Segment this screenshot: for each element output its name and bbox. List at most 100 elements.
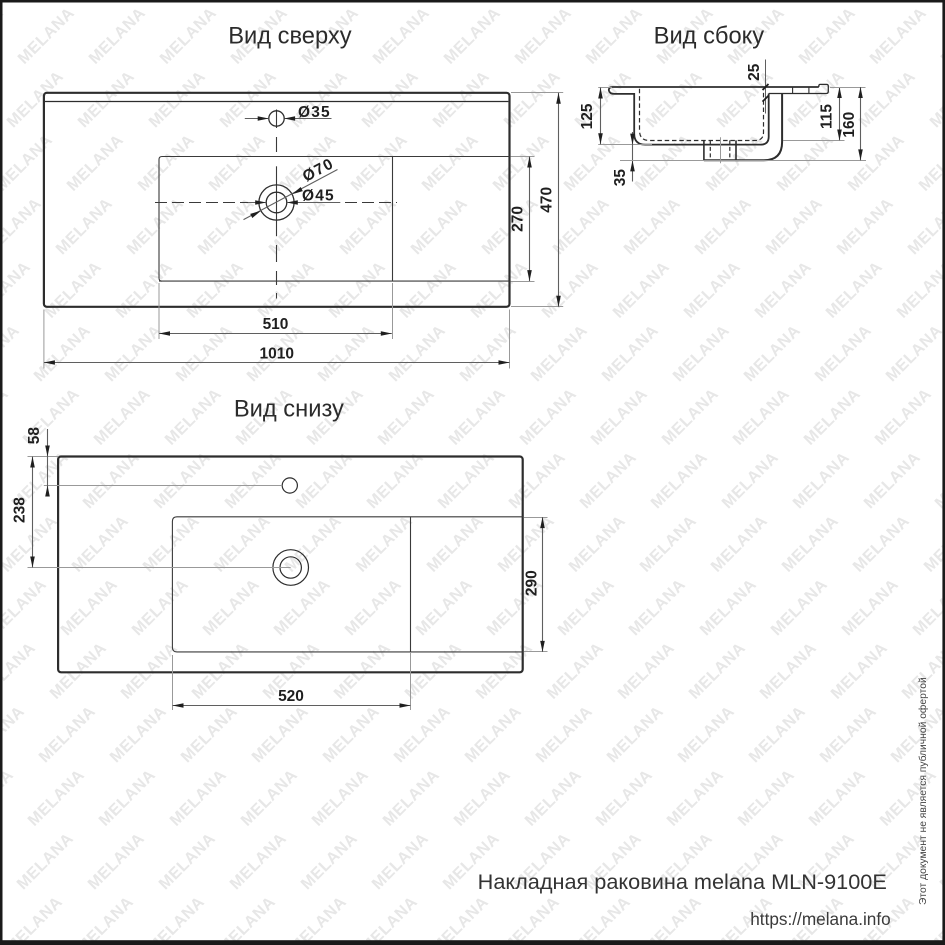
svg-text:MELANA: MELANA (172, 321, 236, 385)
svg-text:MELANA: MELANA (461, 702, 525, 766)
svg-text:Накладная раковина melana MLN-: Накладная раковина melana MLN-9100E (478, 869, 887, 894)
svg-text:MELANA: MELANA (292, 448, 356, 512)
svg-text:MELANA: MELANA (855, 67, 919, 131)
svg-text:MELANA: MELANA (696, 575, 760, 639)
svg-text:MELANA: MELANA (445, 385, 509, 449)
svg-text:MELANA: MELANA (74, 67, 138, 131)
svg-text:MELANA: MELANA (674, 702, 738, 766)
svg-text:MELANA: MELANA (603, 702, 667, 766)
svg-text:MELANA: MELANA (95, 766, 159, 830)
svg-text:MELANA: MELANA (909, 575, 945, 639)
svg-text:MELANA: MELANA (642, 67, 706, 131)
svg-text:MELANA: MELANA (429, 67, 493, 131)
svg-text:MELANA: MELANA (844, 131, 908, 195)
svg-text:MELANA: MELANA (270, 575, 334, 639)
svg-text:MELANA: MELANA (134, 131, 198, 195)
svg-text:1010: 1010 (259, 346, 293, 363)
svg-text:MELANA: MELANA (658, 385, 722, 449)
svg-text:MELANA: MELANA (52, 194, 116, 258)
svg-text:MELANA: MELANA (860, 448, 924, 512)
svg-text:MELANA: MELANA (145, 67, 209, 131)
svg-text:MELANA: MELANA (729, 385, 793, 449)
svg-text:MELANA: MELANA (139, 512, 203, 576)
svg-text:MELANA: MELANA (521, 766, 585, 830)
svg-text:MELANA: MELANA (325, 258, 389, 322)
svg-text:MELANA: MELANA (336, 194, 400, 258)
svg-text:MELANA: MELANA (369, 4, 433, 68)
svg-text:MELANA: MELANA (30, 321, 94, 385)
svg-text:MELANA: MELANA (150, 448, 214, 512)
svg-text:MELANA: MELANA (188, 639, 252, 703)
svg-text:MELANA: MELANA (41, 258, 105, 322)
svg-text:470: 470 (539, 187, 556, 213)
svg-text:520: 520 (278, 688, 304, 705)
svg-text:MELANA: MELANA (871, 385, 935, 449)
svg-text:115: 115 (819, 104, 836, 129)
svg-text:MELANA: MELANA (183, 258, 247, 322)
svg-text:MELANA: MELANA (161, 385, 225, 449)
svg-text:MELANA: MELANA (0, 639, 39, 703)
svg-text:MELANA: MELANA (0, 194, 45, 258)
svg-text:MELANA: MELANA (112, 258, 176, 322)
svg-text:MELANA: MELANA (762, 194, 826, 258)
svg-text:MELANA: MELANA (800, 385, 864, 449)
svg-text:MELANA: MELANA (805, 766, 869, 830)
svg-text:MELANA: MELANA (543, 639, 607, 703)
svg-text:MELANA: MELANA (0, 321, 23, 385)
svg-text:25: 25 (746, 63, 763, 81)
svg-text:35: 35 (612, 169, 629, 187)
svg-text:MELANA: MELANA (0, 131, 56, 195)
svg-text:MELANA: MELANA (767, 575, 831, 639)
svg-text:MELANA: MELANA (357, 893, 421, 945)
svg-text:MELANA: MELANA (450, 766, 514, 830)
svg-text:MELANA: MELANA (428, 893, 492, 945)
svg-text:MELANA: MELANA (920, 512, 945, 576)
svg-text:238: 238 (12, 497, 29, 523)
svg-text:MELANA: MELANA (838, 575, 902, 639)
svg-text:MELANA: MELANA (358, 67, 422, 131)
svg-text:125: 125 (579, 103, 596, 129)
svg-text:MELANA: MELANA (374, 385, 438, 449)
svg-text:MELANA: MELANA (849, 512, 913, 576)
svg-text:MELANA: MELANA (734, 766, 798, 830)
svg-text:MELANA: MELANA (866, 4, 930, 68)
svg-text:MELANA: MELANA (576, 448, 640, 512)
svg-text:MELANA: MELANA (751, 258, 815, 322)
svg-text:Вид снизу: Вид снизу (234, 397, 344, 423)
svg-text:MELANA: MELANA (297, 829, 361, 893)
svg-text:MELANA: MELANA (745, 702, 809, 766)
svg-text:MELANA: MELANA (647, 448, 711, 512)
svg-text:MELANA: MELANA (35, 702, 99, 766)
svg-text:MELANA: MELANA (440, 4, 504, 68)
svg-text:MELANA: MELANA (144, 893, 208, 945)
svg-text:MELANA: MELANA (0, 766, 17, 830)
svg-text:MELANA: MELANA (587, 385, 651, 449)
svg-text:160: 160 (841, 112, 858, 138)
svg-text:MELANA: MELANA (73, 893, 137, 945)
svg-text:MELANA: MELANA (0, 258, 34, 322)
svg-text:MELANA: MELANA (79, 448, 143, 512)
svg-text:MELANA: MELANA (46, 639, 110, 703)
svg-text:MELANA: MELANA (418, 131, 482, 195)
svg-text:Этот документ не является публ: Этот документ не является публичной офер… (917, 677, 929, 905)
svg-text:MELANA: MELANA (718, 448, 782, 512)
svg-text:510: 510 (263, 316, 289, 333)
svg-text:Ø35: Ø35 (298, 104, 331, 121)
svg-text:MELANA: MELANA (63, 131, 127, 195)
svg-text:MELANA: MELANA (811, 321, 875, 385)
svg-text:MELANA: MELANA (887, 702, 945, 766)
svg-text:MELANA: MELANA (237, 766, 301, 830)
svg-text:MELANA: MELANA (385, 321, 449, 385)
svg-text:MELANA: MELANA (570, 893, 634, 945)
svg-text:MELANA: MELANA (194, 194, 258, 258)
svg-text:MELANA: MELANA (882, 321, 945, 385)
svg-text:MELANA: MELANA (221, 448, 285, 512)
svg-text:https://melana.info: https://melana.info (750, 909, 890, 929)
svg-text:MELANA: MELANA (511, 4, 575, 68)
svg-text:MELANA: MELANA (740, 321, 804, 385)
svg-text:MELANA: MELANA (915, 131, 945, 195)
svg-text:MELANA: MELANA (778, 512, 842, 576)
svg-text:MELANA: MELANA (2, 893, 66, 945)
svg-text:MELANA: MELANA (489, 131, 553, 195)
svg-text:MELANA: MELANA (216, 67, 280, 131)
